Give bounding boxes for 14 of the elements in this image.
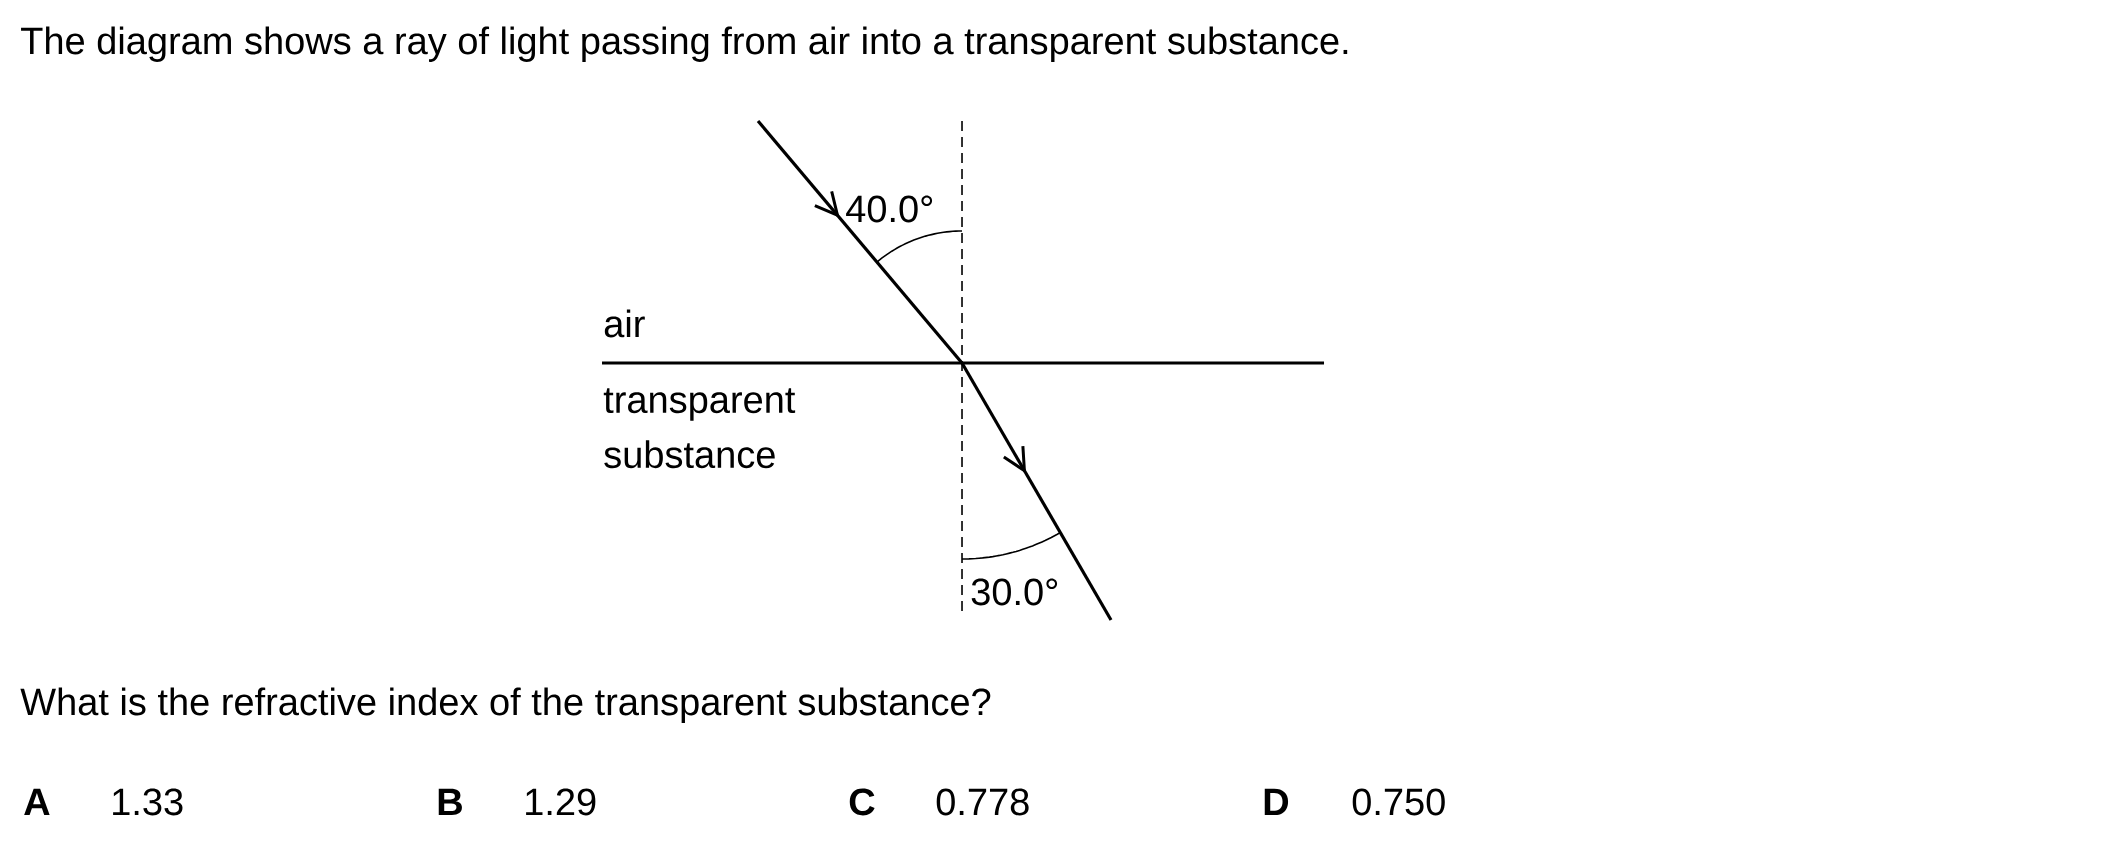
angle-label: 30.0°: [971, 578, 1058, 606]
option-letter: B: [438, 788, 462, 815]
option-letter: D: [1264, 788, 1289, 815]
angle-label: 40.0°: [846, 195, 933, 223]
option-value: 1.29: [526, 788, 596, 816]
option-value: 0.778: [936, 788, 1029, 816]
question-text: What is the refractive index of the transparent substance?: [20, 687, 991, 723]
question-text: The diagram shows a ray of light passing from air into a transparent substance.: [21, 26, 1348, 62]
option-letter: A: [24, 788, 50, 815]
option-value: 0.750: [1352, 788, 1445, 816]
option-letter: C: [849, 788, 875, 816]
option-value: 1.33: [113, 788, 183, 816]
medium-label: transparent substance: [603, 388, 796, 469]
medium-label: air: [604, 309, 645, 338]
